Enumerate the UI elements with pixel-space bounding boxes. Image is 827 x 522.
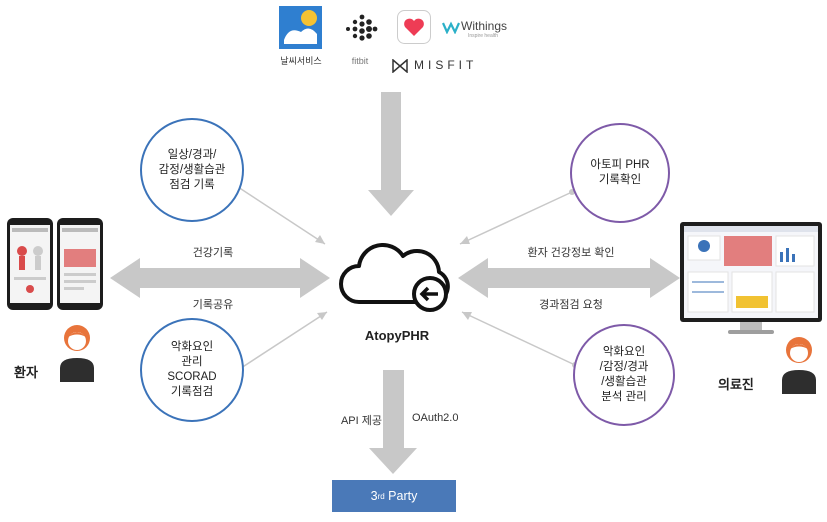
connector-right-top <box>459 191 573 245</box>
weather-logo <box>279 6 322 49</box>
atopyphr-cloud-icon <box>337 228 457 318</box>
fitbit-label: fitbit <box>351 56 369 66</box>
patient-double-arrow <box>110 258 330 298</box>
bubble-analysis-manage-text: 악화요인 /감정/경과 /생활습관 분석 관리 <box>599 346 649 403</box>
bubble-daily-record-text: 일상/경과/ 감정/생활습관 점검 기록 <box>158 148 226 191</box>
input-arrow-down <box>368 92 414 216</box>
bubble-analysis-manage: 악화요인 /감정/경과 /생활습관 분석 관리 <box>573 324 675 426</box>
output-arrow-down <box>369 370 417 474</box>
connector-left-bottom <box>237 311 328 371</box>
label-health-record: 건강기록 <box>192 247 234 259</box>
bubble-phr-confirm-text: 아토피 PHR 기록확인 <box>590 159 650 186</box>
doctor-double-arrow <box>458 258 680 298</box>
label-oauth: OAuth2.0 <box>412 412 459 424</box>
withings-logo: Withings Inspire health <box>442 16 522 42</box>
patient-phone-1 <box>7 218 53 310</box>
withings-wordmark: Withings <box>461 19 508 33</box>
third-party-ordinal: rd <box>377 491 385 501</box>
label-api-provide: API 제공 <box>340 415 382 427</box>
bubble-daily-record: 일상/경과/ 감정/생활습관 점검 기록 <box>140 118 244 222</box>
bubble-phr-confirm: 아토피 PHR 기록확인 <box>570 123 670 223</box>
patient-phone-2 <box>57 218 103 310</box>
withings-tagline: Inspire health <box>468 33 499 39</box>
patient-label: 환자 <box>14 365 38 380</box>
third-party-text: Party <box>384 489 418 503</box>
third-party-number: 3 <box>370 489 378 503</box>
label-progress-request: 경과점검 요청 <box>539 299 603 311</box>
connector-right-bottom <box>461 311 576 366</box>
label-record-share: 기록공유 <box>192 299 234 311</box>
label-patient-info-check: 환자 건강정보 확인 <box>527 247 615 259</box>
bubble-scorad-check-text: 악화요인 관리 SCORAD 기록점검 <box>167 341 217 398</box>
center-title: AtopyPHR <box>364 328 430 343</box>
doctor-monitor <box>680 222 822 336</box>
doctor-label: 의료진 <box>718 377 754 392</box>
health-app-heart-icon <box>397 10 431 44</box>
misfit-logo: MISFIT <box>392 58 502 74</box>
doctor-avatar-icon <box>774 330 824 394</box>
connector-left-top <box>237 186 326 245</box>
weather-service-label: 날씨서비스 <box>280 56 322 66</box>
patient-avatar-icon <box>52 318 102 382</box>
bubble-scorad-check: 악화요인 관리 SCORAD 기록점검 <box>140 318 244 422</box>
misfit-wordmark: MISFIT <box>414 58 478 72</box>
fitbit-logo-icon <box>342 12 378 46</box>
